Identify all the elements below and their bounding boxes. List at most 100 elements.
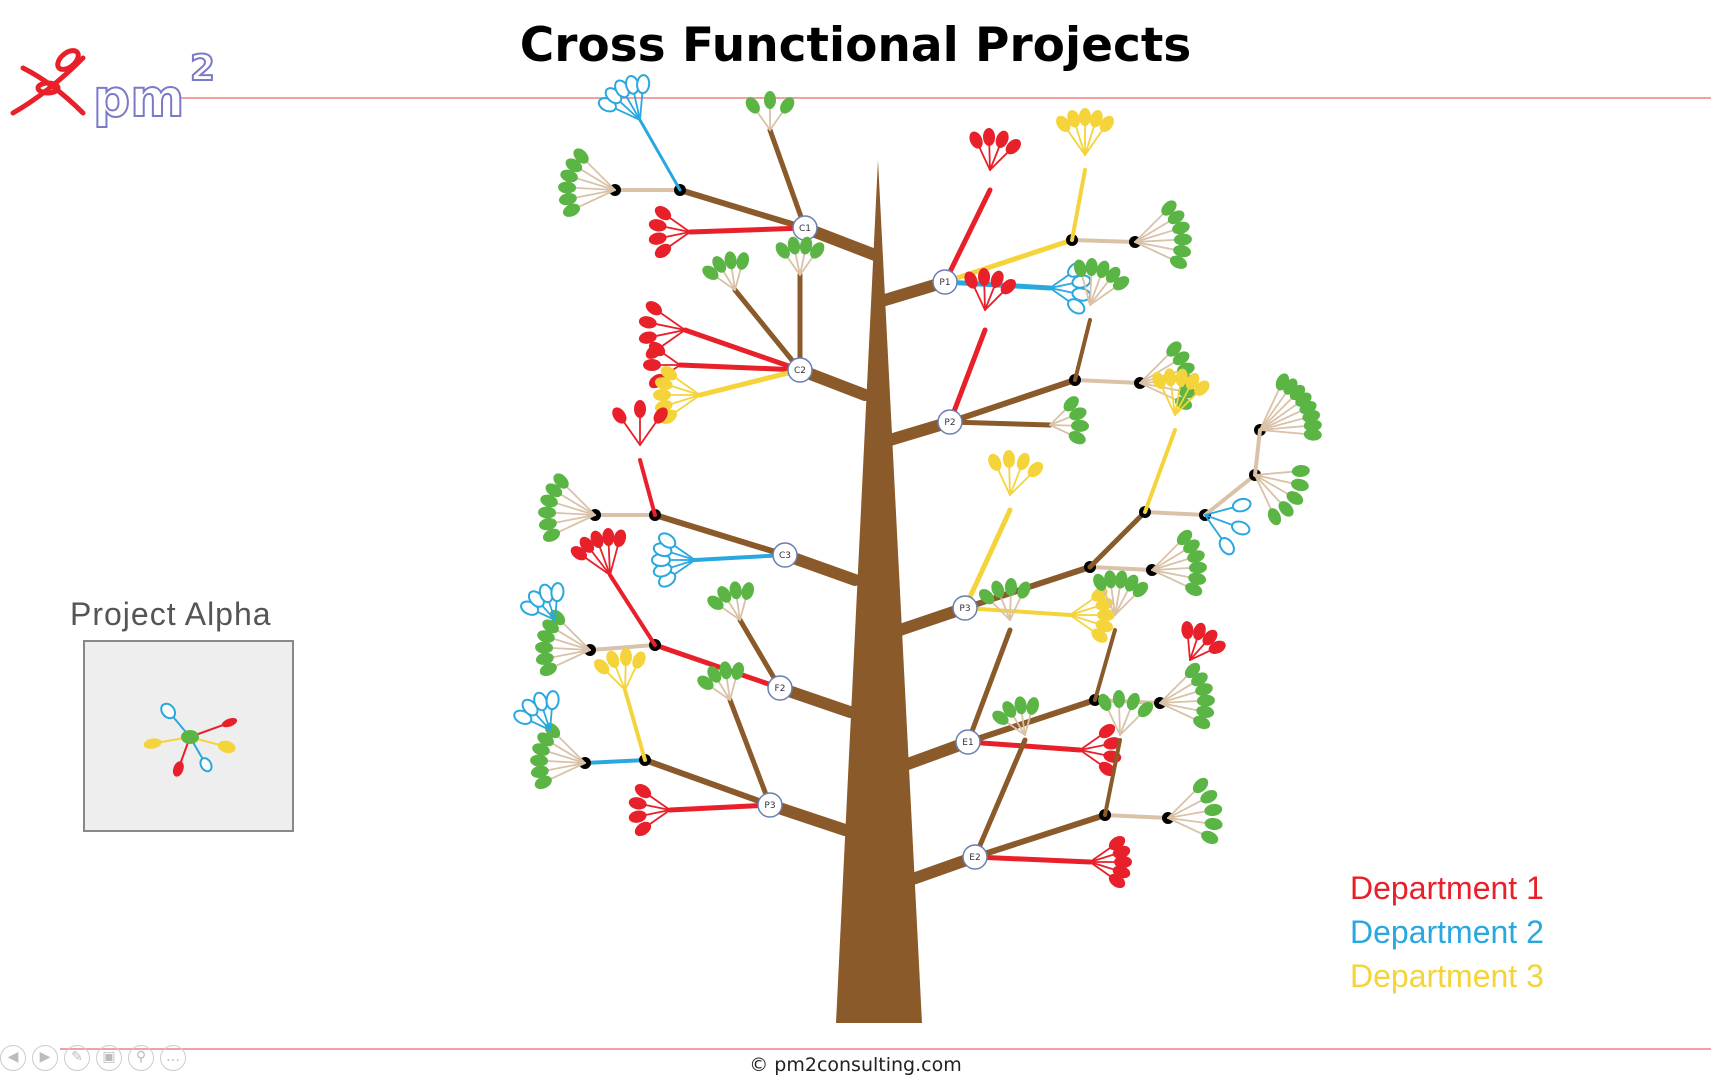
leaf-stem <box>633 91 641 121</box>
project-node <box>937 409 963 435</box>
forward-icon[interactable]: ▶ <box>32 1045 58 1071</box>
leaf-stem <box>794 252 801 276</box>
leaf <box>1172 351 1190 366</box>
leaf <box>1098 761 1116 777</box>
leaf <box>1218 536 1235 556</box>
leaf <box>1085 258 1098 277</box>
leaf <box>1185 582 1203 597</box>
back-icon[interactable]: ◀ <box>0 1045 26 1071</box>
leaf-stem <box>659 311 686 331</box>
project-node <box>962 844 988 870</box>
leaf-stem <box>988 144 991 171</box>
leaf-stem <box>562 622 591 651</box>
leaf-stem <box>730 267 736 291</box>
leaf <box>1090 109 1103 128</box>
leaf <box>1098 723 1116 739</box>
branch-yellow <box>1070 168 1087 242</box>
project-alpha-label: Project Alpha <box>70 596 272 632</box>
leaf <box>1069 407 1087 421</box>
leaf-stem <box>1066 129 1086 156</box>
logo-superscript: 2 <box>190 48 215 89</box>
leaf-stem <box>1254 474 1289 495</box>
branch-blue <box>638 118 682 192</box>
leaf-stem <box>984 285 996 311</box>
leaf <box>724 251 737 270</box>
zoom-icon[interactable]: ⚲ <box>128 1045 154 1071</box>
leaf <box>638 316 657 329</box>
leaf <box>643 359 661 371</box>
project-node <box>952 595 978 621</box>
leaf <box>1017 581 1031 599</box>
leaf <box>810 242 825 259</box>
leaf <box>787 236 801 255</box>
leaf <box>1175 368 1188 387</box>
leaf-stem <box>1089 853 1115 863</box>
leaf <box>745 97 760 114</box>
leaf-stem <box>1187 637 1191 661</box>
leaf <box>530 765 549 778</box>
branch-yellow <box>962 507 1013 611</box>
leaf <box>1286 491 1304 505</box>
pen-icon[interactable]: ✎ <box>64 1045 90 1071</box>
leaf-stem <box>1089 275 1102 306</box>
leaf <box>1202 629 1218 646</box>
leaf <box>1278 501 1294 517</box>
branch <box>1143 510 1207 517</box>
leaf-stem <box>623 421 641 446</box>
leaf-stem <box>989 151 1009 171</box>
leaf <box>969 131 983 149</box>
leaf-stem <box>725 677 731 701</box>
leaf <box>1099 115 1114 133</box>
leaf-stem <box>674 394 701 414</box>
leaf-stem <box>624 664 627 691</box>
leaf <box>1137 701 1154 718</box>
leaf-stem <box>1134 229 1175 243</box>
branch <box>1073 318 1092 382</box>
leaf-stem <box>1089 861 1112 878</box>
leaf <box>538 518 557 531</box>
leaf <box>712 256 727 273</box>
leaf <box>1181 621 1194 640</box>
leaf-stem <box>1134 239 1176 243</box>
leaf <box>1183 539 1200 554</box>
leaf-stem <box>983 284 986 311</box>
leaf-stem <box>662 352 681 366</box>
leaf-stem <box>554 514 596 524</box>
leaf <box>1004 578 1017 597</box>
branch <box>1093 628 1117 702</box>
leaf <box>1105 266 1121 283</box>
menu-icon[interactable]: … <box>160 1045 186 1071</box>
leaf-stem <box>669 559 696 569</box>
branch-p3 <box>764 799 851 836</box>
leaf-stem <box>668 231 691 248</box>
leaf-stem <box>574 189 616 199</box>
leaf <box>736 252 750 270</box>
leaf-stem <box>1089 286 1116 306</box>
leaf <box>535 641 554 654</box>
leaf-stem <box>1254 470 1294 476</box>
leaf-stem <box>1069 598 1094 616</box>
leaf <box>991 580 1005 598</box>
leaf <box>1079 108 1091 126</box>
project-node-label: P3 <box>764 801 775 811</box>
leaf <box>1093 573 1107 591</box>
slides-icon[interactable]: ▣ <box>96 1045 122 1071</box>
leaf <box>628 810 647 823</box>
branch <box>732 287 803 373</box>
leaf-stem <box>654 329 686 337</box>
leaf <box>1067 109 1080 128</box>
branch-red <box>667 802 773 813</box>
leaf <box>653 407 668 424</box>
leaf <box>1056 115 1071 133</box>
logo-text: pm <box>93 69 184 128</box>
leaf-stem <box>551 649 591 659</box>
project-alpha-thumbnail[interactable] <box>83 640 294 832</box>
branch-yellow <box>697 367 803 398</box>
leaf <box>579 536 595 553</box>
leaf <box>648 232 667 245</box>
leaf-stem <box>549 762 586 780</box>
project-alpha-leaves <box>143 702 238 777</box>
leaf-stem <box>1084 125 1095 156</box>
leaf-stem <box>1159 700 1199 704</box>
